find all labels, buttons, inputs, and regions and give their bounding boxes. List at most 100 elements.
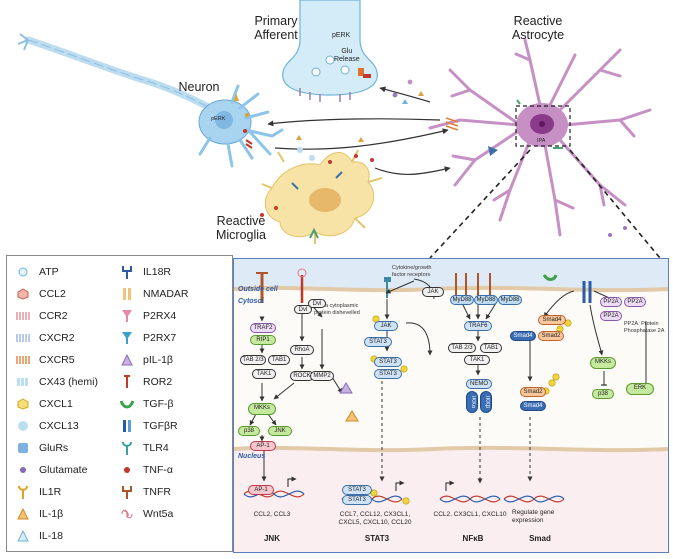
legend-item: CXCL1: [15, 396, 73, 412]
reactive-astrocyte-label: Reactive Astrocyte: [511, 14, 565, 42]
legend-label: CXCL13: [39, 420, 79, 432]
legend-item: CXCL13: [15, 418, 79, 434]
ccl2-icon: [15, 286, 31, 302]
legend-item: CCL2: [15, 286, 66, 302]
legend-item: Wnt5a: [119, 506, 173, 522]
cytokine-note: Cytokine/growth factor receptors: [392, 265, 432, 278]
legend-item: IL-1β: [15, 506, 63, 522]
ror2-icon: [119, 374, 135, 390]
legend-item: NMADAR: [119, 286, 189, 302]
cxcl13-icon: [15, 418, 31, 434]
molecules: [260, 79, 627, 237]
cytosol-band: [234, 289, 668, 449]
legend-item: TGFβR: [119, 418, 178, 434]
legend-label: CX43 (hemi): [39, 376, 98, 388]
nemo-node: NEMO: [466, 379, 492, 389]
primary-afferent-label: Primary Afferent: [254, 14, 298, 42]
myd88-node-2: MyD88: [474, 295, 498, 305]
legend-label: ATP: [39, 266, 59, 278]
pp2a-node-3: PP2A: [600, 311, 622, 321]
ap1-nuclear-node: AP-1: [248, 485, 274, 495]
legend-item: TGF-β: [119, 396, 174, 412]
ikkb-node: IKKβ: [480, 391, 492, 413]
legend-label: IL-1β: [39, 508, 64, 520]
tgfb-icon: [119, 396, 135, 412]
reactive-microglia-label: Reactive Microglia: [215, 214, 266, 242]
legend-label: CXCR5: [39, 354, 75, 366]
legend-item: IL18R: [119, 264, 171, 280]
stat3-node-a: STAT3: [364, 337, 392, 347]
microglia: [261, 149, 383, 244]
dvl-node-1: Dvl: [294, 305, 312, 314]
il1r-icon: [15, 484, 31, 500]
tgfbr-icon: [119, 418, 135, 434]
cx43-icon: [15, 374, 31, 390]
legend-item: ROR2: [119, 374, 172, 390]
tab1-node-b: TAB1: [480, 343, 502, 353]
signaling-panel: Outside cell Cytosol Nucleus Dvl: a cyto…: [233, 258, 669, 553]
cxcr5-icon: [15, 352, 31, 368]
legend-label: IL1R: [39, 486, 62, 498]
stat3-node-c: STAT3: [374, 369, 402, 379]
wnt5a-icon: [119, 506, 135, 522]
tlr4-icon: [119, 440, 135, 456]
legend-item: GluRs: [15, 440, 68, 456]
pathway-stat3: STAT3: [364, 534, 390, 543]
traf6-node: TRAF6: [464, 321, 492, 331]
dvl-node-2: Dvl: [308, 299, 326, 308]
p2rx7-icon: [119, 330, 135, 346]
cxcl1-icon: [15, 396, 31, 412]
tab23-node: TAB 2/3: [240, 355, 266, 365]
jak-node-1: JAK: [422, 287, 444, 297]
smad4-node-low: Smad4: [520, 401, 546, 411]
perk-label-afferent: pERK: [332, 32, 351, 39]
legend-label: CCL2: [39, 288, 66, 300]
legend-label: P2RX4: [143, 310, 177, 322]
rhoa-node: RhoA: [290, 345, 314, 355]
pp2a-note: PP2A: Protein Phosphatase 2A: [624, 321, 665, 334]
stat3-node-b: STAT3: [374, 357, 402, 367]
pil1b-icon: [119, 352, 135, 368]
legend-label: pIL-1β: [143, 354, 173, 366]
atp-icon: [15, 264, 31, 280]
cytosol-label: Cytosol: [238, 298, 264, 305]
legend-label: Glutamate: [39, 464, 88, 476]
tnfa-icon: [119, 462, 135, 478]
p2rx4-icon: [119, 308, 135, 324]
smad4-node-mid: Smad4: [510, 331, 536, 341]
legend-item: TLR4: [119, 440, 169, 456]
traf2-node: TRAF2: [250, 323, 276, 333]
primary-afferent: [282, 0, 378, 102]
legend-label: NMADAR: [143, 288, 189, 300]
il18r-icon: [119, 264, 135, 280]
pathway-smad: Smad: [529, 534, 551, 543]
nmadar-icon: [119, 286, 135, 302]
jnk-target-genes: CCL2, CCL3: [253, 511, 291, 518]
tnfr-icon: [119, 484, 135, 500]
outside-cell-label: Outside cell: [238, 286, 278, 293]
legend-item: TNFR: [119, 484, 171, 500]
ipa-label: IPA: [537, 138, 546, 144]
pathway-nfkb: NFκB: [462, 534, 484, 543]
stat3-node-d: STAT3: [342, 485, 372, 495]
glurs-icon: [15, 440, 31, 456]
smad2-node-mid: Smad2: [538, 331, 564, 341]
legend-item: Glutamate: [15, 462, 87, 478]
neuron-label: Neuron: [178, 80, 220, 94]
legend-label: IL-18: [39, 530, 63, 542]
jnk-node: JNK: [268, 426, 292, 436]
erk-node: ERK: [626, 383, 654, 395]
ccr2-icon: [15, 308, 31, 324]
ikka-node: IKKα: [466, 391, 478, 413]
smad-target-genes: Regulate gene expression: [512, 509, 555, 524]
p38-node: p38: [238, 426, 260, 436]
tab1-node: TAB1: [268, 355, 290, 365]
legend-label: P2RX7: [143, 332, 177, 344]
il1b-icon: [15, 506, 31, 522]
legend-item: CXCR5: [15, 352, 75, 368]
mkks-node-b: MKKs: [590, 357, 616, 369]
rip1-node: RIP1: [250, 335, 276, 345]
legend: ATP CCL2 CCR2 CXCR2 CXCR5 CX43 (hemi) CX…: [6, 255, 233, 552]
legend-label: TLR4: [143, 442, 169, 454]
legend-label: ROR2: [143, 376, 173, 388]
